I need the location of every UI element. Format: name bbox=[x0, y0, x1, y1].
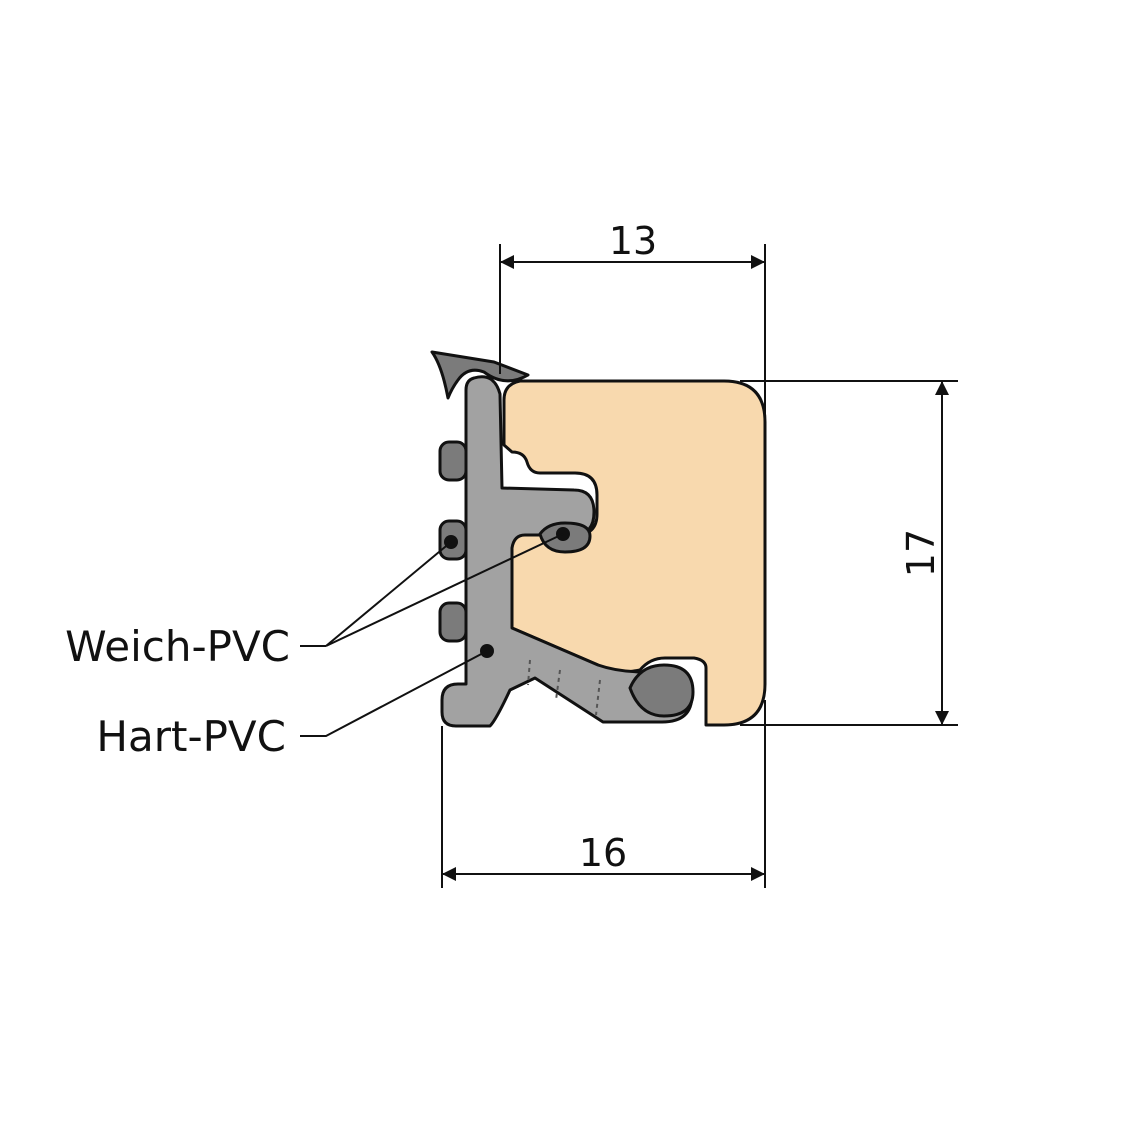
dimension-bottom-width: 16 bbox=[579, 831, 627, 875]
label-soft-pvc: Weich-PVC bbox=[65, 622, 290, 671]
label-hard-pvc: Hart-PVC bbox=[96, 712, 286, 761]
leader-soft-pvc-1 bbox=[325, 541, 452, 647]
soft-pvc-fin-top bbox=[438, 440, 468, 482]
soft-pvc-fin-bottom bbox=[438, 601, 468, 643]
foot-hatching bbox=[527, 659, 601, 716]
soft-pvc-bead-lower bbox=[628, 663, 695, 718]
soft-pvc-top-lip bbox=[430, 350, 530, 400]
dimension-top-width: 13 bbox=[609, 219, 657, 263]
dimension-height: 17 bbox=[899, 529, 943, 577]
leader-soft-pvc-2 bbox=[325, 533, 564, 647]
leader-hard-pvc bbox=[300, 650, 488, 737]
